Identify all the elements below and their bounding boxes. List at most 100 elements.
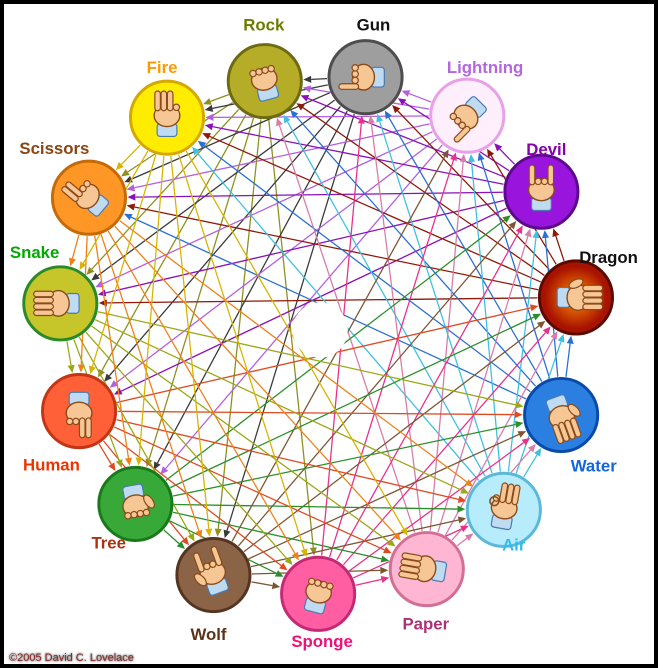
arrowhead-dragon-beats-scissors bbox=[126, 203, 136, 211]
node-water: Water bbox=[523, 376, 617, 475]
arrowhead-fire-beats-wolf bbox=[205, 528, 213, 537]
edge-snake-beats-air bbox=[95, 319, 463, 491]
edge-lightning-beats-snake bbox=[102, 131, 433, 285]
hand-thumbfist-icon bbox=[122, 483, 155, 520]
edge-fire-beats-tree bbox=[138, 156, 165, 458]
edge-wolf-beats-devil bbox=[238, 226, 512, 547]
arrowhead-water-beats-fire bbox=[197, 140, 207, 149]
arrowhead-fire-beats-tree bbox=[135, 457, 143, 466]
arrowhead-rock-beats-wolf bbox=[214, 528, 222, 537]
edge-fire-beats-wolf bbox=[170, 155, 210, 529]
arrowhead-air-beats-dragon bbox=[557, 333, 565, 343]
arrowhead-devil-beats-gun bbox=[397, 98, 407, 106]
arrowhead-rock-beats-human bbox=[97, 368, 105, 378]
node-paper: Paper bbox=[388, 531, 465, 633]
edge-dragon-beats-scissors bbox=[134, 206, 539, 291]
node-sponge: Sponge bbox=[280, 555, 357, 651]
edge-sponge-beats-water bbox=[348, 442, 525, 572]
arrowhead-paper-beats-dragon bbox=[550, 331, 558, 340]
arrowhead-scissors-beats-tree bbox=[124, 457, 132, 466]
arrowhead-tree-beats-dragon bbox=[532, 313, 542, 321]
arrowhead-paper-beats-devil bbox=[524, 228, 532, 238]
edge-paper-beats-lightning bbox=[429, 161, 464, 531]
arrowhead-sponge-beats-water bbox=[521, 437, 531, 446]
edge-sponge-beats-devil bbox=[336, 232, 520, 561]
edge-rock-beats-human bbox=[101, 114, 247, 371]
edge-devil-beats-scissors bbox=[135, 191, 503, 198]
edge-tree-beats-air bbox=[173, 503, 458, 510]
arrowhead-water-beats-scissors bbox=[123, 213, 133, 221]
hand-fist-icon bbox=[303, 577, 334, 615]
edge-human-beats-water bbox=[117, 410, 515, 416]
edge-fire-beats-sponge bbox=[178, 154, 305, 550]
arrowhead-devil-beats-lightning bbox=[494, 143, 503, 152]
arrowhead-scissors-beats-human bbox=[77, 364, 85, 373]
edge-tree-beats-water bbox=[172, 423, 516, 497]
arrowhead-air-beats-fire bbox=[192, 146, 200, 156]
arrowhead-water-beats-devil bbox=[541, 230, 549, 239]
node-label-scissors: Scissors bbox=[19, 139, 89, 158]
arrowhead-paper-beats-air bbox=[464, 533, 474, 541]
arrowhead-sponge-beats-air bbox=[460, 525, 469, 533]
node-label-rock: Rock bbox=[243, 16, 285, 35]
edge-scissors-beats-sponge bbox=[107, 230, 296, 554]
arrowhead-scissors-beats-wolf bbox=[195, 529, 203, 539]
arrowhead-sponge-beats-paper bbox=[380, 575, 390, 583]
hand-two-icon bbox=[61, 180, 110, 217]
edge-paper-beats-gun bbox=[370, 123, 423, 531]
hand-point-icon bbox=[449, 96, 487, 143]
arrowhead-human-beats-air bbox=[457, 495, 467, 503]
edge-wolf-beats-water bbox=[248, 433, 520, 560]
node-tree: Tree bbox=[91, 465, 174, 552]
node-label-fire: Fire bbox=[147, 58, 178, 77]
hand-open-icon bbox=[545, 394, 582, 445]
hand-flat-icon bbox=[33, 289, 80, 317]
arrowhead-paper-beats-rock bbox=[276, 117, 283, 127]
copyright-text: ©2005 David C. Lovelace bbox=[9, 652, 134, 664]
edge-scissors-beats-paper bbox=[114, 225, 397, 536]
edge-dragon-beats-gun bbox=[397, 110, 550, 271]
arrowhead-sponge-beats-dragon bbox=[542, 326, 551, 335]
arrowhead-wolf-beats-air bbox=[457, 516, 467, 524]
edge-lightning-beats-human bbox=[115, 138, 438, 384]
arrowhead-devil-beats-fire bbox=[204, 123, 214, 131]
arrowhead-human-beats-tree bbox=[108, 462, 116, 472]
edge-rock-beats-fire bbox=[210, 94, 229, 102]
arrowhead-fire-beats-paper bbox=[400, 527, 408, 536]
edge-water-beats-dragon bbox=[565, 343, 571, 377]
arrowhead-scissors-beats-snake bbox=[69, 257, 76, 267]
edge-human-beats-sponge bbox=[109, 433, 282, 567]
hand-point-icon bbox=[338, 63, 385, 91]
edge-sponge-beats-paper bbox=[355, 578, 382, 586]
edge-snake-beats-sponge bbox=[85, 331, 288, 560]
node-scissors: Scissors bbox=[19, 139, 127, 236]
arrowhead-lightning-beats-tree bbox=[160, 466, 169, 475]
arrowhead-air-beats-water bbox=[534, 447, 542, 457]
arrowhead-human-beats-dragon bbox=[529, 304, 539, 312]
arrowhead-human-beats-water bbox=[514, 411, 523, 419]
arrowhead-scissors-beats-paper bbox=[392, 532, 401, 541]
edge-air-beats-rock bbox=[286, 121, 486, 477]
edge-human-beats-tree bbox=[98, 443, 112, 465]
arrowhead-scissors-beats-air bbox=[464, 479, 474, 487]
arrowhead-rock-beats-tree bbox=[145, 458, 153, 468]
arrowhead-wolf-beats-paper bbox=[380, 566, 389, 574]
node-rock: Rock bbox=[226, 16, 303, 120]
arrowhead-water-beats-dragon bbox=[566, 335, 574, 344]
arrowhead-human-beats-sponge bbox=[279, 562, 288, 571]
hand-three-icon bbox=[153, 90, 181, 138]
edge-gun-beats-snake bbox=[97, 99, 336, 277]
node-label-dragon: Dragon bbox=[579, 248, 638, 267]
edge-rock-beats-tree bbox=[148, 117, 255, 460]
edge-dragon-beats-snake bbox=[106, 297, 538, 304]
node-lightning: Lightning bbox=[429, 58, 523, 154]
center-hole bbox=[292, 302, 348, 358]
hand-horns-icon bbox=[527, 164, 555, 212]
arrowhead-fire-beats-sponge bbox=[300, 548, 308, 558]
hand-open-icon bbox=[556, 278, 604, 311]
arrowhead-rock-beats-snake bbox=[86, 266, 95, 276]
hand-lhand-icon bbox=[193, 546, 229, 596]
arrowhead-devil-beats-rock bbox=[300, 95, 310, 102]
node-label-air: Air bbox=[502, 535, 526, 554]
